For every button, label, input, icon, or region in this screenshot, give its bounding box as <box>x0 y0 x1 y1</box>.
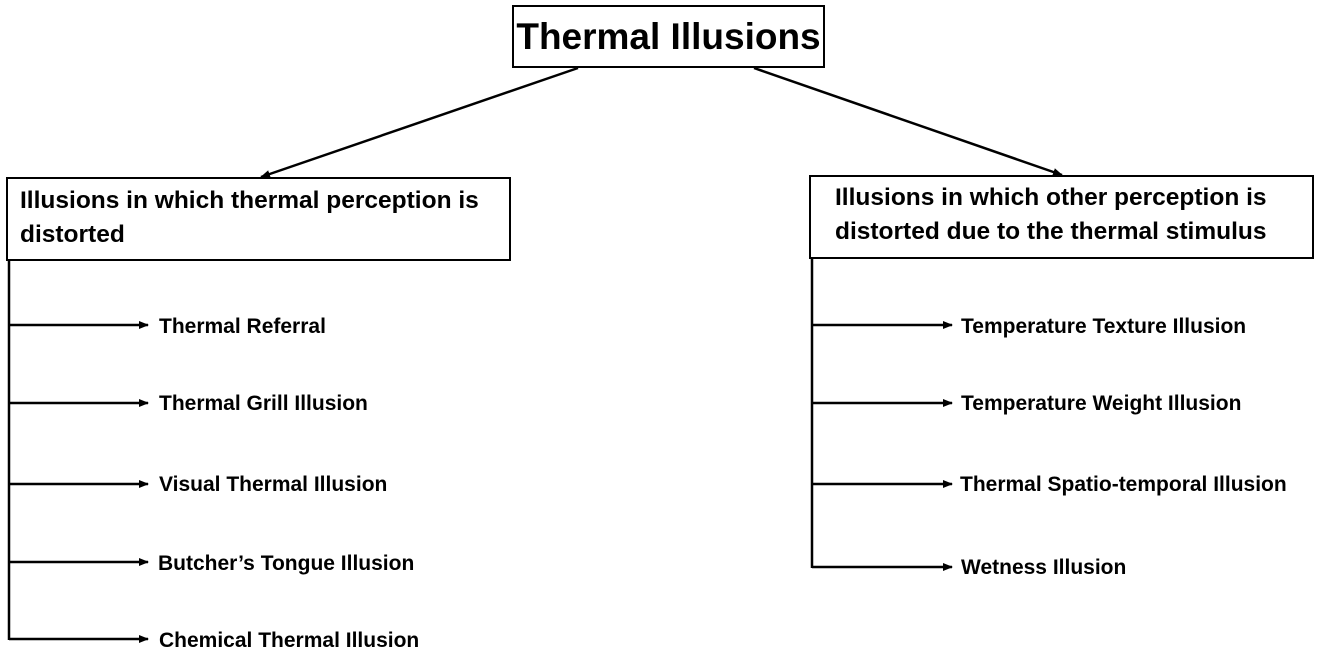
left-branch-node: Illusions in which thermal perception is… <box>6 177 511 261</box>
right-leaf-wetness-illusion: Wetness Illusion <box>961 556 1127 579</box>
left-leaf-butchers-tongue-illusion: Butcher’s Tongue Illusion <box>158 552 415 575</box>
left-leaf-visual-thermal-illusion: Visual Thermal Illusion <box>159 473 388 496</box>
left-leaf-thermal-grill-illusion: Thermal Grill Illusion <box>159 392 368 415</box>
right-leaf-temperature-texture-illusion: Temperature Texture Illusion <box>961 315 1247 338</box>
right-leaf-thermal-spatio-temporal-illusion: Thermal Spatio-temporal Illusion <box>960 473 1287 496</box>
left-leaf-thermal-referral: Thermal Referral <box>159 315 326 338</box>
root-to-right-arrow <box>753 66 1063 177</box>
root-title: Thermal Illusions <box>516 15 821 57</box>
left-branch-label: Illusions in which thermal perception is… <box>20 187 479 248</box>
root-to-left-arrow <box>260 66 579 179</box>
right-leaf-temperature-weight-illusion: Temperature Weight Illusion <box>961 392 1242 415</box>
root-node: Thermal Illusions <box>512 5 825 68</box>
right-branch-label: Illusions in which other perception is d… <box>835 184 1267 245</box>
right-branch-node: Illusions in which other perception is d… <box>809 175 1314 259</box>
left-leaf-chemical-thermal-illusion: Chemical Thermal Illusion <box>159 629 420 652</box>
